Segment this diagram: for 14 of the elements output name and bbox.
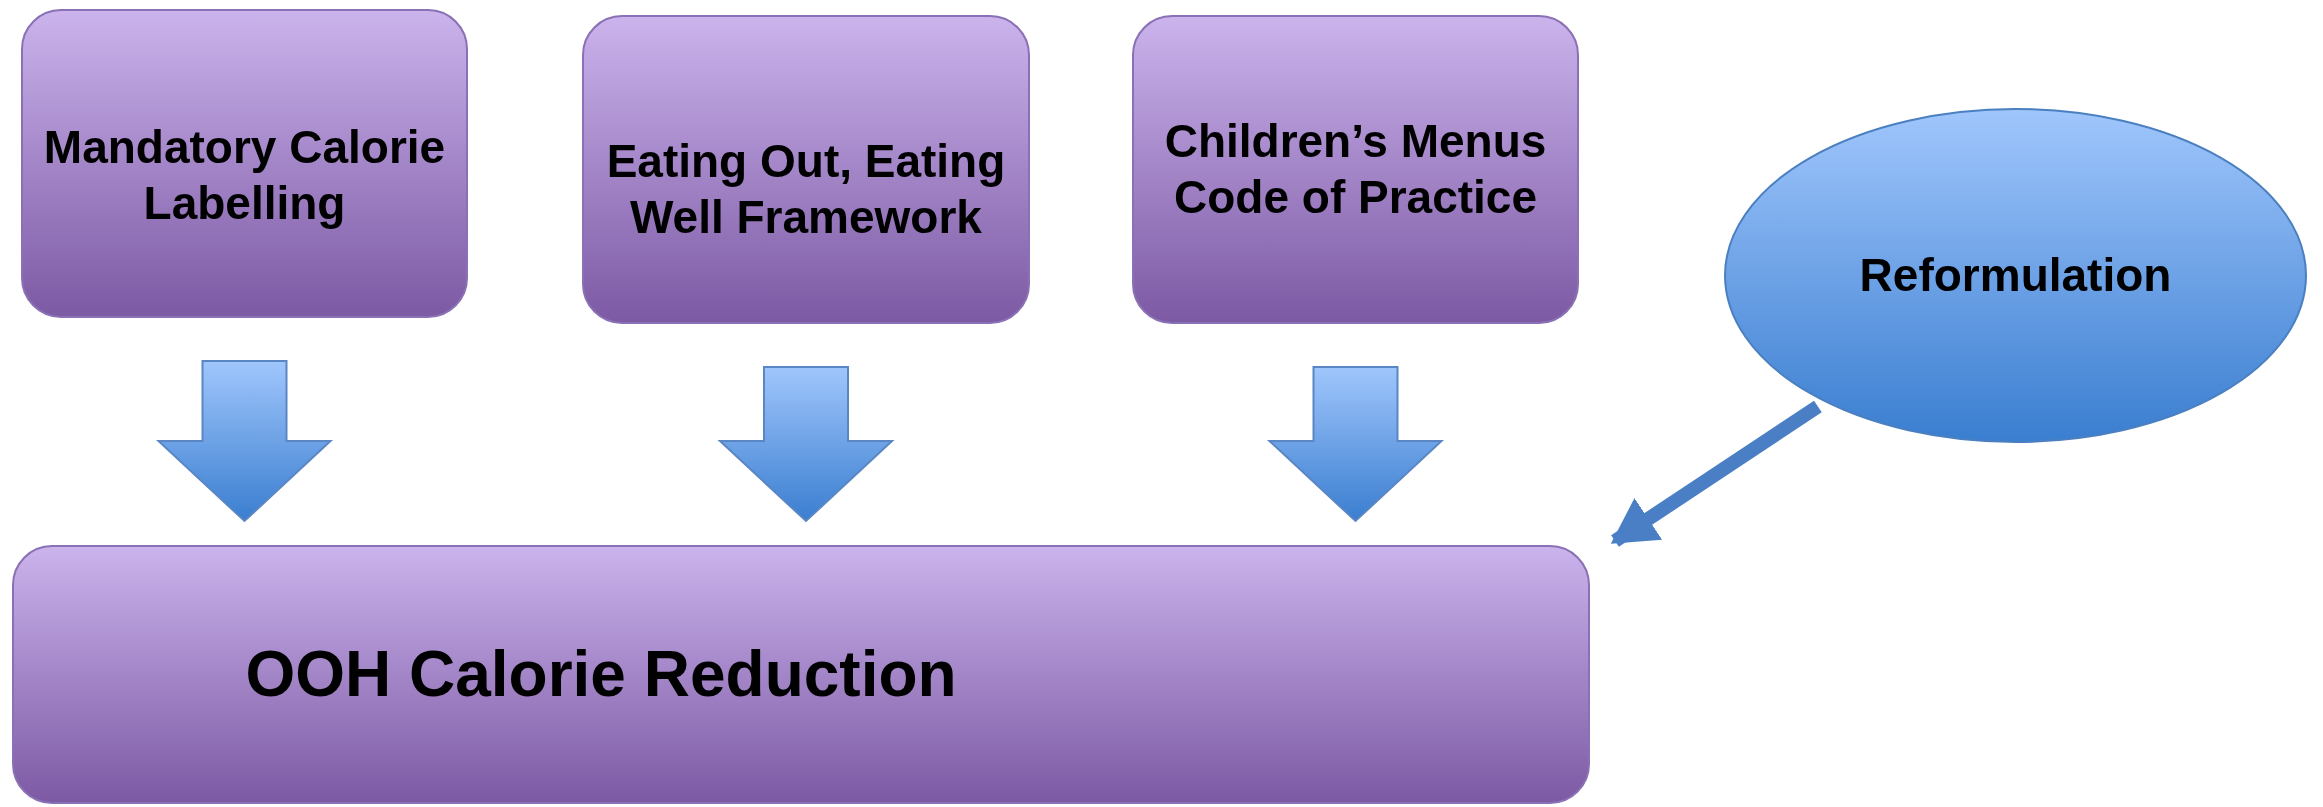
process-ellipse (1723, 107, 2308, 444)
node-label: OOH Calorie Reduction (245, 637, 957, 713)
arrow (1610, 400, 1822, 547)
process-box (1132, 15, 1579, 324)
process-box (582, 15, 1030, 324)
process-box (12, 545, 1590, 804)
node-label: Children’s Menus Code of Practice (1163, 114, 1548, 225)
block-arrow (717, 366, 895, 523)
node-label: Reformulation (1859, 247, 2172, 303)
block-arrow (155, 360, 334, 523)
process-box (21, 9, 468, 318)
block-arrow (1266, 366, 1445, 523)
node-label: Eating Out, Eating Well Framework (605, 134, 1007, 245)
node-label: Mandatory Calorie Labelling (42, 120, 447, 231)
